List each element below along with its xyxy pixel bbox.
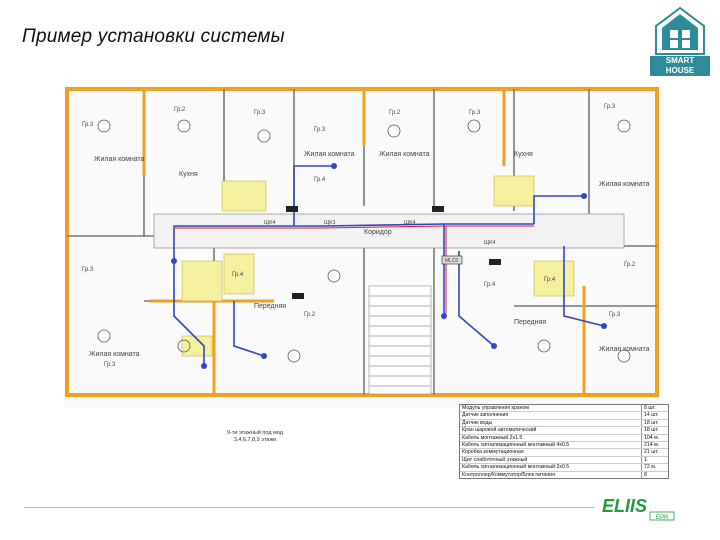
floor-plan: MLC0 Гр.3 Гр.3 Гр.2 Гр.3 Гр.3 Гр.2 Гр.3 … (64, 86, 664, 408)
legend-text: Кран шаровой автоматический (462, 427, 537, 434)
legend-row: Кабель сигнализационный монтажный 4x0.5 2… (460, 442, 668, 450)
room-label: Гр.2 (624, 262, 636, 268)
corridor-label: Коридор (364, 229, 392, 236)
room-label: Гр.4 (314, 177, 326, 183)
room-label: Гр.3 (104, 362, 116, 368)
logo-text-smart: SMART (650, 56, 710, 66)
legend-text: Модуль управления краном (462, 405, 529, 411)
logo-text-house: HOUSE (650, 66, 710, 76)
legend-text: Кабель сигнализационный монтажный 2x0.5 (462, 464, 570, 471)
legend-text: Контроллер/Коммутатор/Блок питания (462, 471, 555, 478)
room-label: Гр.3 (469, 110, 481, 116)
smart-house-logo (655, 6, 705, 55)
central-unit-label: MLC0 (445, 258, 459, 264)
room-label: Гр.3 (314, 127, 326, 133)
room-name: Кухня (514, 151, 533, 158)
floor-note: 9-ти этажный под мод 3,4,6,7,8,9 этажи (195, 430, 315, 444)
eliis-logo-suffix: EPR (656, 515, 669, 521)
legend-qty: 214 м. (641, 442, 668, 449)
legend-row: Датчик заполнения 14 шт. (460, 412, 668, 420)
legend-text: Датчик заполнения (462, 412, 509, 419)
room-name: Жилая комната (304, 151, 355, 158)
slide-title: Пример установки системы (22, 26, 285, 47)
room-label: Гр.4 (484, 282, 496, 288)
room-label: Гр.3 (604, 104, 616, 110)
panel-label: ЩК3 (324, 220, 335, 226)
panel-label: ЩК4 (404, 220, 415, 226)
panel-label: ЩК4 (484, 240, 495, 246)
room-label: Гр.4 (544, 277, 556, 283)
legend-qty: 8 шт. (641, 405, 668, 412)
legend-row: Кабель сигнализационный монтажный 2x0.5 7… (460, 464, 668, 472)
legend-row: Щит слаботочный этажный 1 (460, 456, 668, 465)
room-label: Гр.3 (82, 122, 94, 128)
legend-row: Кран шаровой автоматический 18 шт. (460, 427, 668, 435)
room-name: Жилая комната (599, 346, 650, 353)
legend-row: Датчик воды 18 шт. (460, 419, 668, 428)
panel-label: ЩК4 (264, 220, 275, 226)
room-label: Гр.2 (304, 312, 316, 318)
legend-text: Коробка коммутационная (462, 449, 524, 456)
room-name: Передняя (254, 303, 286, 310)
legend-text: Кабель монтажный 2x1.5 (462, 434, 523, 441)
legend-row: Кабель монтажный 2x1.5 104 м. (460, 434, 668, 443)
legend-qty: 1 (641, 456, 668, 464)
legend-row: Коробка коммутационная 21 шт. (460, 449, 668, 457)
legend-qty: 14 шт. (641, 412, 668, 419)
room-name: Жилая комната (94, 156, 145, 163)
legend-qty: 72 м. (641, 464, 668, 471)
room-label: Гр.3 (254, 110, 266, 116)
legend-text: Щит слаботочный этажный (462, 456, 528, 463)
room-name: Жилая комната (89, 351, 140, 358)
floor-note-line1: 9-ти этажный под мод (226, 430, 284, 436)
room-name: Жилая комната (379, 151, 430, 158)
legend-qty: 8 (641, 471, 668, 479)
room-label: Гр.3 (609, 312, 621, 318)
room-label: Гр.2 (389, 110, 401, 116)
legend-qty: 104 м. (641, 434, 668, 441)
room-name: Передняя (514, 319, 546, 326)
legend-table: Модуль управления краном 8 шт. Датчик зап… (459, 404, 669, 480)
room-name: Кухня (179, 171, 198, 178)
legend-qty: 21 шт. (641, 449, 668, 456)
room-name: Жилая комната (599, 181, 650, 188)
legend-text: Датчик воды (462, 419, 493, 426)
room-label: Гр.3 (82, 267, 94, 273)
footer-divider (24, 507, 594, 508)
floor-plan-drawing: MLC0 Гр.3 Гр.3 Гр.2 Гр.3 Гр.3 Гр.2 Гр.3 … (64, 86, 664, 408)
eliis-logo-text: ELIIS (602, 496, 647, 516)
legend-text: Кабель сигнализационный монтажный 4x0.5 (462, 442, 570, 449)
room-label: Гр.4 (232, 272, 244, 278)
eliis-logo: ELIIS EPR (602, 496, 675, 521)
legend-qty: 18 шт. (641, 427, 668, 434)
legend-row: Контроллер/Коммутатор/Блок питания 8 (460, 471, 668, 479)
legend-row: Модуль управления краном 8 шт. (460, 405, 668, 413)
legend-qty: 18 шт. (641, 419, 668, 427)
room-label: Гр.2 (174, 107, 186, 113)
floor-note-line2: 3,4,6,7,8,9 этажи (233, 437, 277, 443)
